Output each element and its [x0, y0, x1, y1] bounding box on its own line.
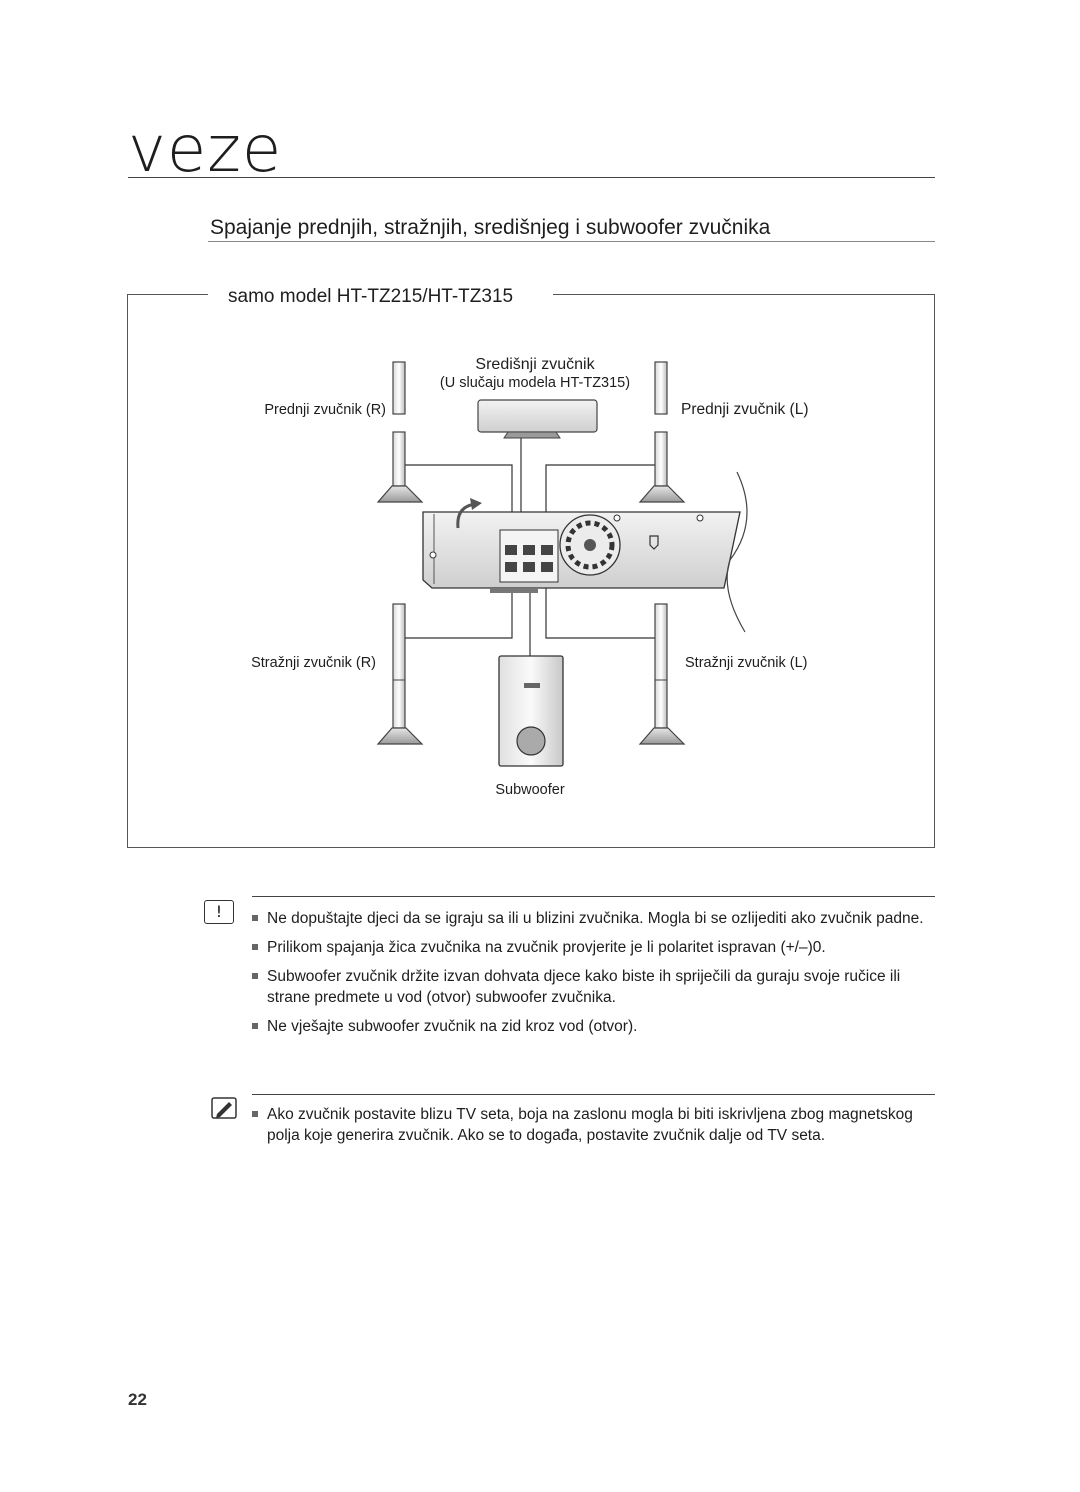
pencil-note-icon [211, 1097, 237, 1119]
subwoofer-label: Subwoofer [495, 782, 564, 798]
front-right-speaker [376, 361, 424, 503]
center-speaker-note: (U slučaju modela HT-TZ315) [440, 375, 630, 391]
rear-right-speaker [376, 603, 424, 745]
rear-left-label: Stražnji zvučnik (L) [685, 655, 807, 671]
receiver-unit [422, 498, 741, 593]
note-item: Ako zvučnik postavite blizu TV seta, boj… [252, 1104, 932, 1146]
rear-left-speaker [638, 603, 686, 745]
center-speaker-label: Središnji zvučnik [475, 356, 595, 373]
caution-item: Ne vješajte subwoofer zvučnik na zid kro… [252, 1016, 932, 1037]
power-cable [726, 471, 748, 633]
caution-icon: ! [204, 900, 234, 924]
note-icon [210, 1096, 240, 1120]
chapter-rule [128, 177, 935, 178]
front-left-label: Prednji zvučnik (L) [681, 401, 809, 418]
panel-label: samo model HT-TZ215/HT-TZ315 [228, 286, 514, 307]
center-speaker [477, 399, 598, 439]
front-left-speaker [638, 361, 686, 503]
rear-right-label: Stražnji zvučnik (R) [251, 655, 376, 671]
caution-rule [252, 896, 935, 897]
caution-list: Ne dopuštajte djeci da se igraju sa ili … [252, 908, 932, 1045]
section-title: Spajanje prednjih, stražnjih, središnjeg… [210, 216, 771, 239]
note-rule [252, 1094, 935, 1095]
front-right-label: Prednji zvučnik (R) [264, 402, 386, 418]
caution-item: Prilikom spajanja žica zvučnika na zvučn… [252, 937, 932, 958]
note-list: Ako zvučnik postavite blizu TV seta, boj… [252, 1104, 932, 1154]
caution-item: Subwoofer zvučnik držite izvan dohvata d… [252, 966, 932, 1008]
subwoofer-unit [498, 655, 564, 767]
section-rule [208, 241, 935, 242]
page-number: 22 [128, 1390, 147, 1409]
chapter-title: veze [128, 113, 283, 187]
caution-item: Ne dopuštajte djeci da se igraju sa ili … [252, 908, 932, 929]
